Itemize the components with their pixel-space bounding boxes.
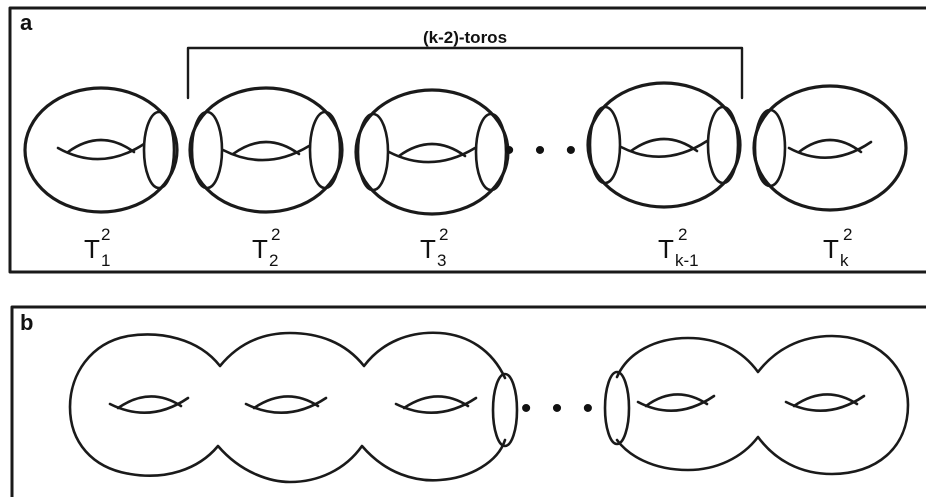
panel-b-label: b: [20, 310, 33, 335]
hole-k: [784, 393, 866, 412]
cut-circle-right: [308, 110, 342, 190]
ellipsis-a: • • •: [504, 134, 582, 167]
panel-b-frame: [10, 305, 926, 497]
torus-2: [188, 86, 344, 214]
svg-text:T: T: [658, 234, 674, 264]
cut-circle: [142, 110, 176, 190]
hole-1: [108, 395, 190, 414]
torus-label-3: T 3 2: [420, 225, 448, 270]
genus-surface-right-outline: [615, 334, 910, 476]
torus-label-superscript: 2: [101, 225, 110, 244]
hole-3: [394, 395, 478, 414]
svg-text:T: T: [823, 234, 839, 264]
bracket-label: (k-2)-toros: [423, 28, 507, 47]
torus-label-k: T k 2: [823, 225, 852, 270]
torus-k-minus-1: [586, 81, 742, 209]
panel-b: b • • •: [10, 305, 926, 497]
panel-a: a (k-2)-toros • • •: [8, 6, 926, 274]
svg-text:k-1: k-1: [675, 251, 699, 270]
svg-text:2: 2: [269, 251, 278, 270]
torus-label-subscript: 1: [101, 251, 110, 270]
torus-3: [354, 88, 510, 216]
torus-label-2: T 2 2: [252, 225, 280, 270]
torus-1: [23, 86, 179, 214]
panel-a-frame: [8, 6, 926, 274]
torus-hole-upper: [66, 138, 136, 154]
ellipsis-b: • • •: [521, 392, 599, 425]
hole-2: [244, 395, 328, 414]
svg-text:k: k: [840, 251, 849, 270]
torus-label-k-minus-1: T k-1 2: [658, 225, 699, 270]
cut-circle-left-block: [491, 372, 519, 448]
genus-surface-left-outline: [68, 331, 507, 484]
svg-text:3: 3: [437, 251, 446, 270]
cut-circle-right-block: [603, 370, 631, 446]
torus-k: [752, 84, 908, 212]
svg-text:2: 2: [678, 225, 687, 244]
svg-text:2: 2: [271, 225, 280, 244]
svg-text:2: 2: [843, 225, 852, 244]
hole-k-minus-1: [636, 393, 716, 412]
torus-hole-lower: [56, 142, 146, 161]
cut-circle-left: [190, 110, 224, 190]
panel-a-label: a: [20, 10, 33, 35]
svg-text:T: T: [252, 234, 268, 264]
svg-text:2: 2: [439, 225, 448, 244]
k-minus-2-bracket: [186, 46, 744, 100]
torus-label-1: T 1 2: [84, 225, 110, 270]
svg-text:T: T: [420, 234, 436, 264]
torus-label-main: T: [84, 234, 100, 264]
